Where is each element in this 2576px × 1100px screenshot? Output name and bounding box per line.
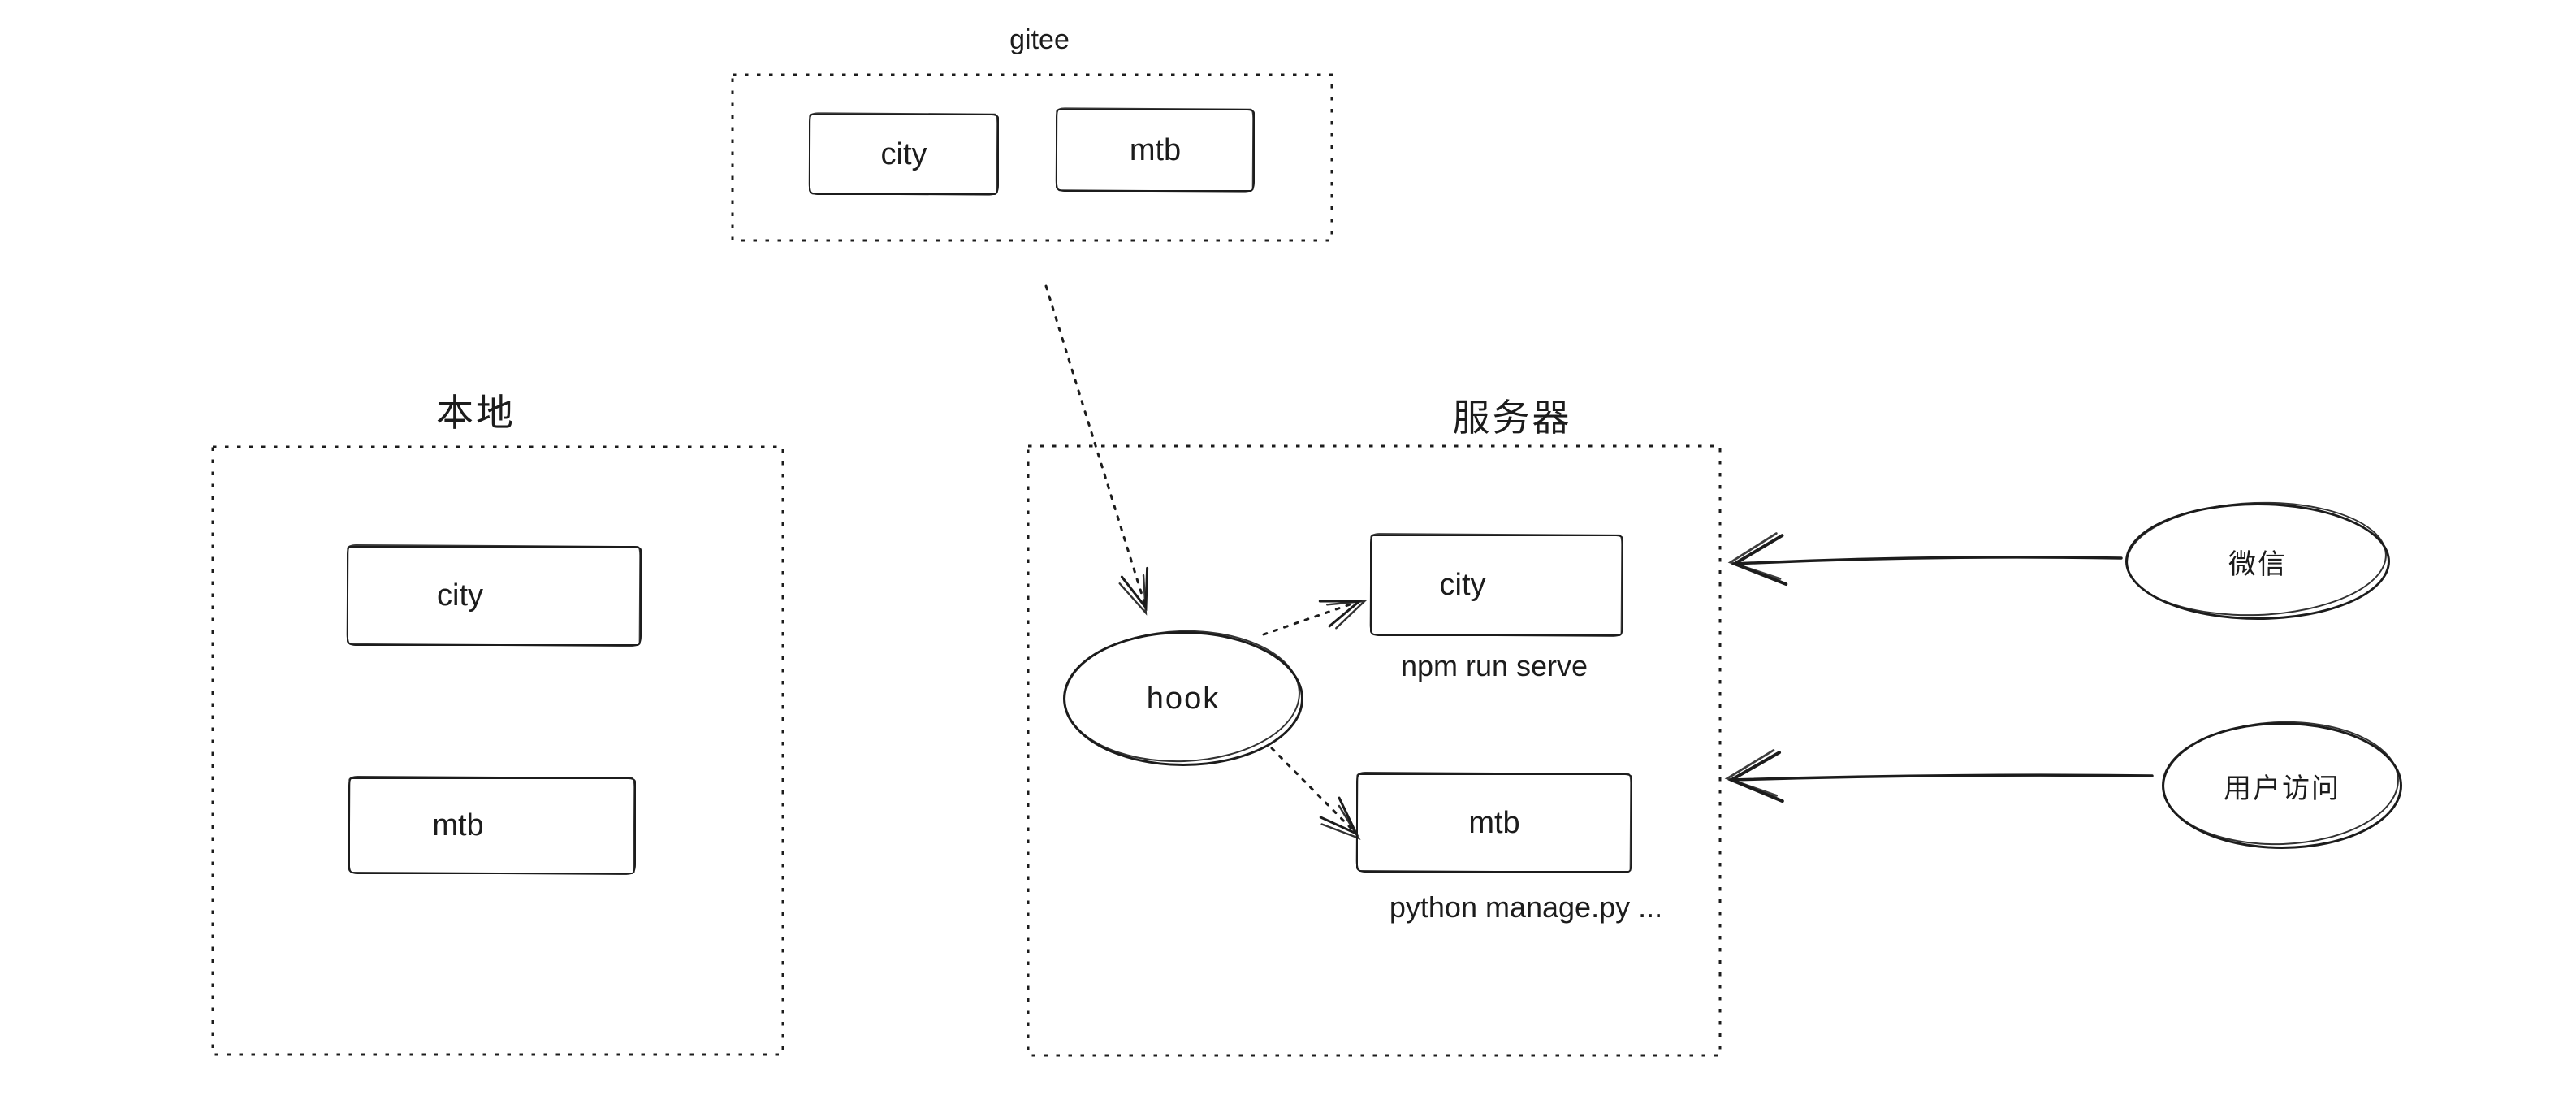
arrow-gitee-to-hook <box>1044 284 1149 616</box>
arrow-user-to-server-mtb <box>1724 749 2154 803</box>
arrow-wechat-to-server-city <box>1727 532 2123 587</box>
gitee-mtb-box: mtb <box>1056 109 1255 192</box>
local-city-label: city <box>437 578 483 613</box>
server-hook-label: hook <box>1146 681 1221 716</box>
user-access-actor-label: 用户访问 <box>2224 773 2340 804</box>
gitee-city-label: city <box>880 136 927 171</box>
local-mtb-box: mtb <box>348 777 636 874</box>
arrow-hook-to-mtb <box>1270 747 1361 841</box>
gitee-group-label: gitee <box>1009 24 1070 55</box>
server-city-command: npm run serve <box>1400 649 1588 682</box>
gitee-mtb-label: mtb <box>1129 132 1182 167</box>
server-mtb-label: mtb <box>1468 805 1520 840</box>
local-container-border <box>211 445 784 1056</box>
local-city-box: city <box>347 546 642 646</box>
server-city-label: city <box>1439 568 1486 602</box>
arrow-hook-to-city <box>1262 600 1368 636</box>
wechat-actor-label: 微信 <box>2228 548 2287 580</box>
server-group-label: 服务器 <box>1452 396 1572 439</box>
local-group-label: 本地 <box>436 392 516 434</box>
gitee-city-box: city <box>809 114 999 195</box>
user-access-actor-ellipse: 用户访问 <box>2162 722 2402 849</box>
local-mtb-label: mtb <box>432 808 484 842</box>
server-mtb-command: python manage.py ... <box>1389 890 1663 924</box>
server-city-box: city <box>1370 535 1623 636</box>
server-hook-ellipse: hook <box>1063 631 1303 766</box>
wechat-actor-ellipse: 微信 <box>2125 503 2390 620</box>
server-mtb-box: mtb <box>1356 773 1632 873</box>
